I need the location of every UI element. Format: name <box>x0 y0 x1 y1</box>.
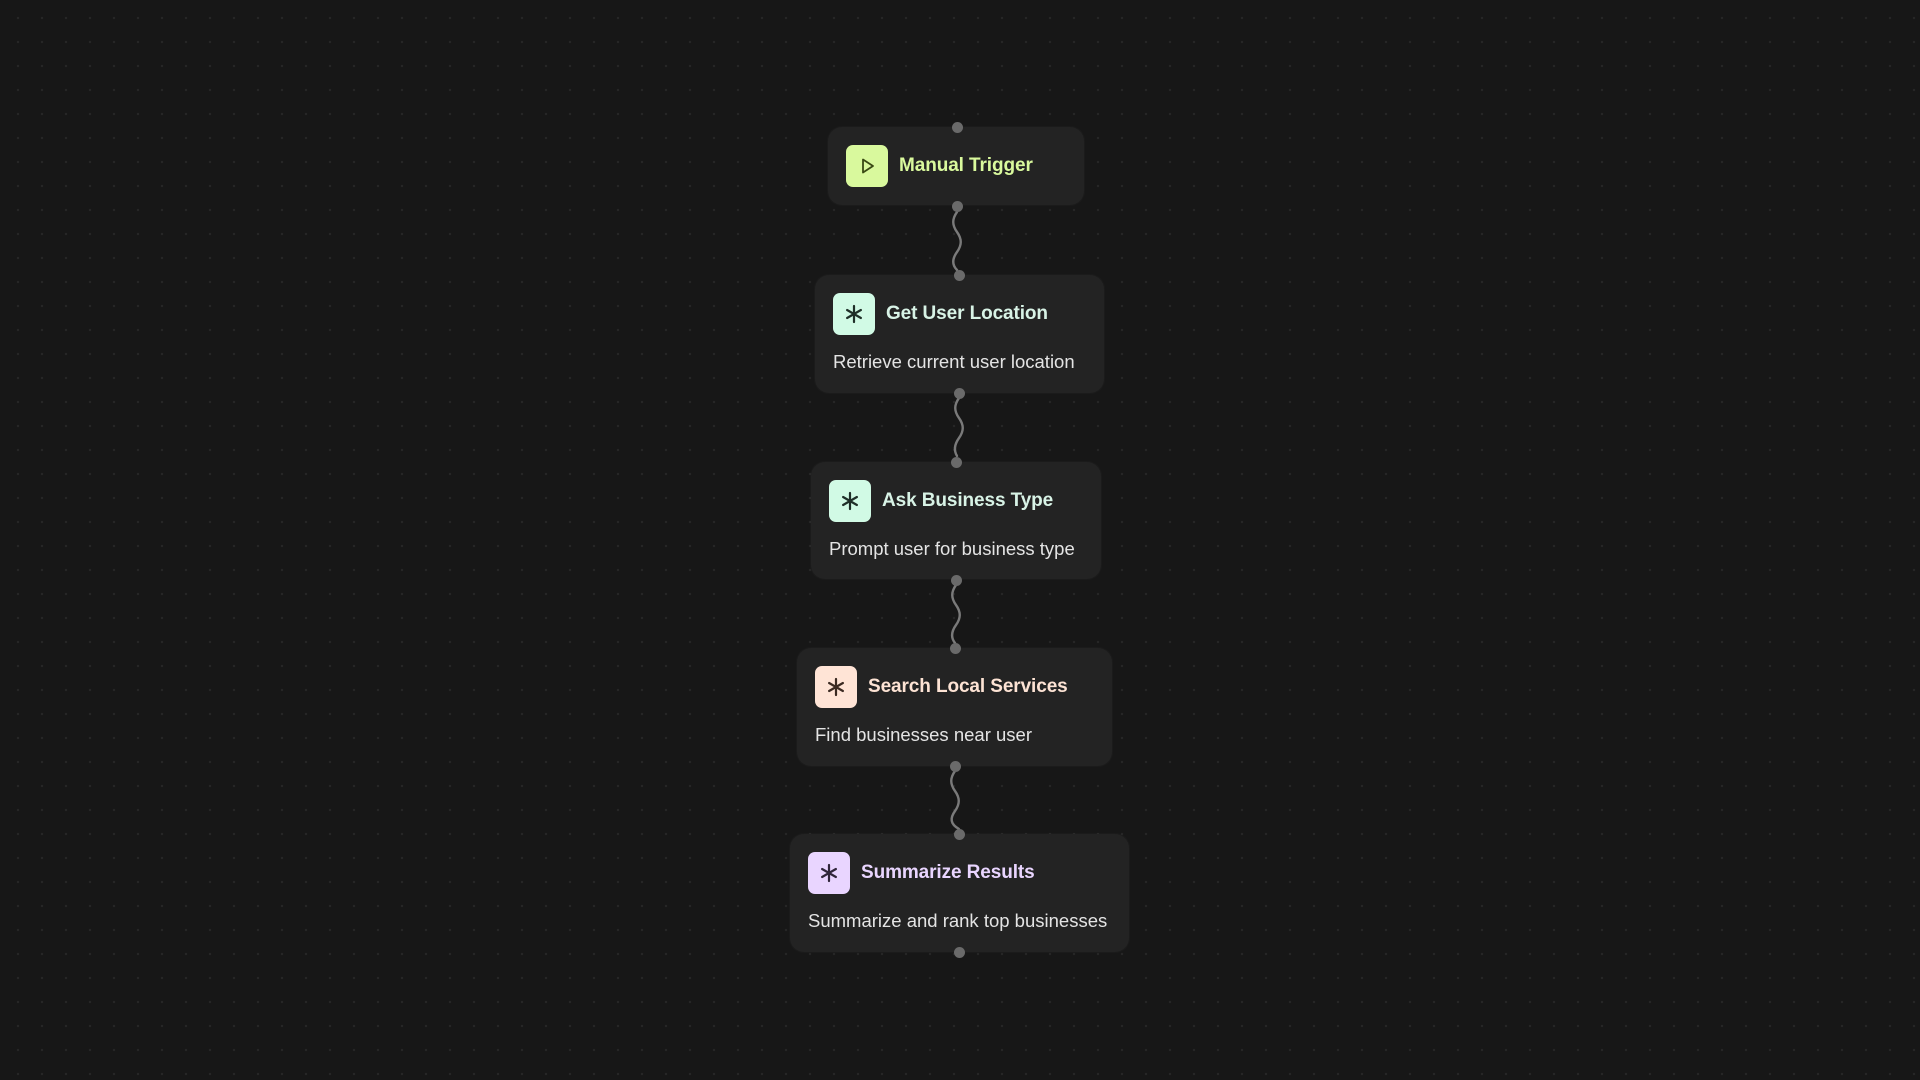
node-icon-box <box>815 666 857 708</box>
node-title: Manual Trigger <box>899 155 1033 176</box>
node-search-local-services[interactable]: Search Local Services Find businesses ne… <box>797 648 1112 766</box>
node-header: Summarize Results <box>808 852 1035 894</box>
asterisk-icon <box>827 677 844 697</box>
node-header: Get User Location <box>833 293 1048 335</box>
node-description: Find businesses near user <box>815 724 1032 745</box>
node-output-handle[interactable] <box>953 387 965 399</box>
connection-edge[interactable] <box>953 396 964 458</box>
connection-edge[interactable] <box>950 769 961 831</box>
node-icon-box <box>808 852 850 894</box>
asterisk-icon <box>820 863 837 883</box>
node-description: Summarize and rank top businesses <box>808 910 1108 931</box>
node-header: Manual Trigger <box>846 145 1033 187</box>
node-header: Search Local Services <box>815 666 1068 708</box>
node-input-handle[interactable] <box>950 456 962 468</box>
node-summarize-results[interactable]: Summarize Results Summarize and rank top… <box>790 834 1129 952</box>
node-icon-box <box>829 480 871 522</box>
node-output-handle[interactable] <box>950 574 962 586</box>
play-icon <box>862 158 874 174</box>
node-title: Get User Location <box>886 303 1048 324</box>
node-output-handle[interactable] <box>949 760 961 772</box>
node-input-handle[interactable] <box>953 269 965 281</box>
node-manual-trigger[interactable]: Manual Trigger <box>828 127 1084 205</box>
asterisk-icon <box>841 491 858 511</box>
node-header: Ask Business Type <box>829 480 1053 522</box>
node-title: Search Local Services <box>868 676 1068 697</box>
asterisk-icon <box>845 304 862 324</box>
node-input-handle[interactable] <box>949 642 961 654</box>
node-icon-box <box>846 145 888 187</box>
node-output-handle[interactable] <box>953 946 965 958</box>
node-icon-box <box>833 293 875 335</box>
node-output-handle[interactable] <box>951 200 963 212</box>
node-title: Ask Business Type <box>882 490 1054 511</box>
node-get-user-location[interactable]: Get User Location Retrieve current user … <box>815 275 1104 393</box>
node-input-handle[interactable] <box>951 121 963 133</box>
node-input-handle[interactable] <box>953 828 965 840</box>
node-ask-business-type[interactable]: Ask Business Type Prompt user for busine… <box>811 462 1101 579</box>
connection-edge[interactable] <box>952 210 962 272</box>
node-description: Retrieve current user location <box>833 351 1075 372</box>
node-title: Summarize Results <box>861 862 1035 883</box>
connection-edge[interactable] <box>950 583 961 645</box>
node-description: Prompt user for business type <box>829 538 1075 559</box>
